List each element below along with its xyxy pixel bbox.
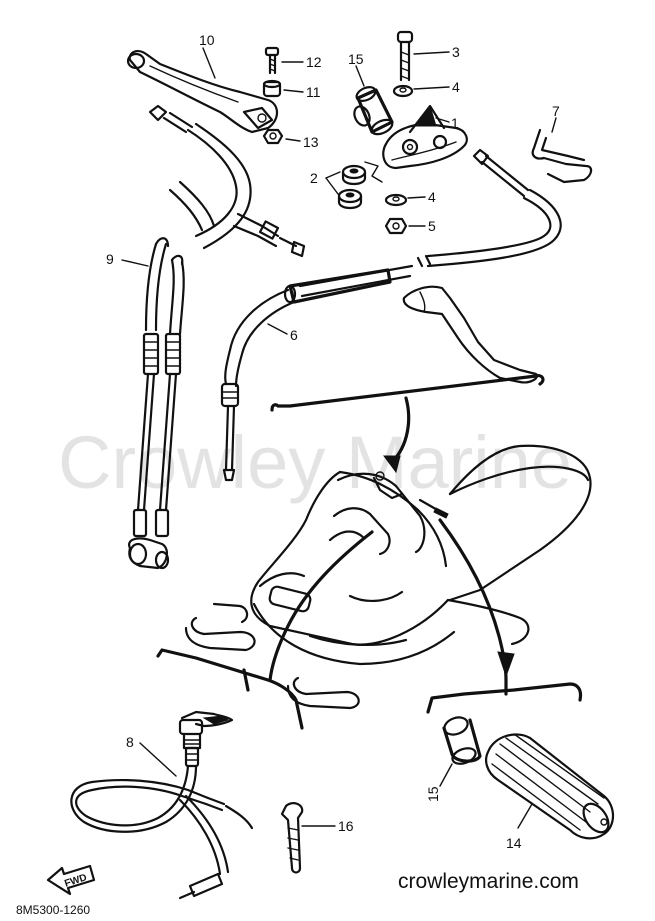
brake-lever-part-10[interactable] (126, 50, 279, 134)
arrow-right-head (497, 651, 515, 678)
bushing-part-2-upper[interactable] (341, 164, 367, 186)
group-bracket-top (270, 374, 545, 412)
callout-14: 14 (506, 835, 522, 851)
watermark-text: Crowley Marine (58, 421, 572, 504)
callout-7: 7 (552, 103, 560, 119)
callout-leader-4-top (413, 86, 450, 90)
callout-10: 10 (199, 32, 215, 48)
callout-leader-2b (325, 177, 339, 195)
callout-leader-9 (121, 259, 149, 267)
callout-leader-6 (267, 323, 288, 335)
bolt-part-3[interactable] (396, 30, 414, 82)
throttle-cable-part-9[interactable] (128, 104, 306, 570)
callout-leader-14 (517, 803, 533, 829)
callout-15-bottom: 15 (425, 786, 441, 802)
callout-leader-1 (435, 117, 450, 123)
nut-part-13[interactable] (262, 128, 284, 145)
arrow-top-head (383, 455, 401, 474)
arrow-to-parts-left (268, 530, 374, 682)
callout-5: 5 (428, 218, 436, 234)
footer-url[interactable]: crowleymarine.com (398, 870, 579, 893)
callout-leader-7 (551, 117, 557, 133)
callout-2: 2 (310, 170, 318, 186)
callout-3: 3 (452, 44, 460, 60)
fwd-label: FWD (63, 872, 88, 890)
group-bracket-left (156, 648, 304, 730)
callout-11: 11 (306, 84, 321, 100)
callout-leader-4-bottom (407, 196, 426, 199)
callout-16: 16 (338, 818, 354, 834)
callout-1: 1 (451, 115, 459, 131)
callout-leader-8 (139, 742, 177, 777)
callout-leader-10 (202, 47, 216, 79)
callout-leader-3 (413, 51, 450, 55)
washer-part-4-top[interactable] (392, 84, 414, 98)
callout-9: 9 (106, 251, 114, 267)
callout-4-top: 4 (452, 79, 460, 95)
leader-dash-2 (364, 161, 383, 183)
callout-13: 13 (303, 134, 319, 150)
callout-leader-11 (283, 89, 304, 93)
snowmobile-body (184, 444, 592, 710)
lever-bracket-part-1[interactable] (382, 104, 468, 170)
cable-clip-part-7[interactable] (531, 128, 593, 184)
callout-4-bottom: 4 (428, 189, 436, 205)
key-part-16[interactable] (280, 802, 304, 874)
grip-collar-part-15-top[interactable] (351, 84, 394, 137)
group-bracket-left-tick (242, 668, 250, 692)
callout-15-top: 15 (348, 51, 364, 67)
fwd-arrow-icon: FWD (46, 864, 96, 896)
callout-6: 6 (290, 327, 298, 343)
handlebar-section (402, 285, 538, 384)
callout-leader-2a (325, 171, 341, 179)
engine-stop-switch-part-8[interactable] (70, 710, 254, 900)
drawing-code: 8M5300-1260 (16, 903, 90, 917)
nut-part-5[interactable] (384, 217, 408, 235)
callout-8: 8 (126, 734, 134, 750)
callout-leader-15-top (355, 65, 365, 87)
group-bracket-right (426, 682, 583, 714)
bushing-part-2-lower[interactable] (337, 188, 363, 210)
brake-cable-part-6[interactable] (220, 148, 562, 482)
collar-part-11[interactable] (262, 79, 282, 98)
grip-collar-part-15-bottom[interactable] (442, 714, 482, 766)
callout-leader-15-bottom (439, 763, 453, 787)
callout-leader-13 (285, 138, 301, 142)
washer-part-4-bottom[interactable] (384, 193, 408, 207)
bolt-part-12[interactable] (264, 46, 280, 75)
handlebar-grip-part-14[interactable] (485, 733, 615, 840)
callout-12: 12 (306, 54, 322, 70)
